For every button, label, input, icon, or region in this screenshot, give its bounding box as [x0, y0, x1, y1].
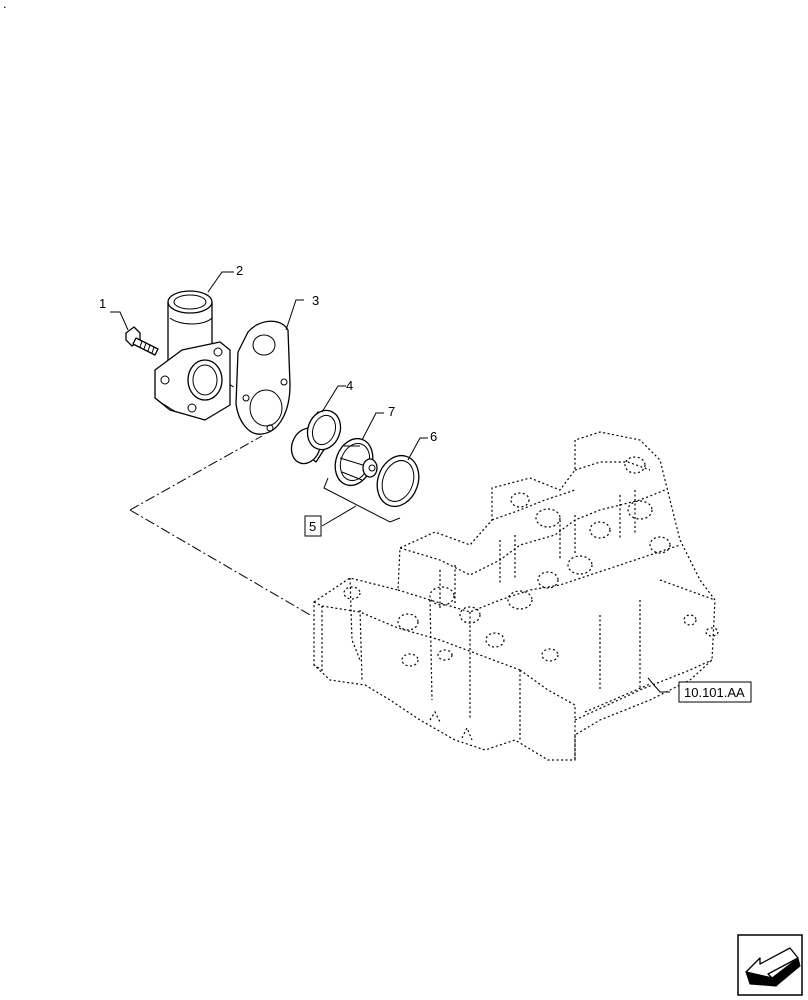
- kit-reference-label: 5: [309, 519, 316, 534]
- seal-ring-part: [290, 409, 342, 465]
- thermostat-part: [334, 437, 378, 487]
- callout-leaders: [110, 271, 670, 693]
- kit-reference-box[interactable]: 5: [304, 515, 322, 537]
- callout-7: 7: [388, 404, 395, 419]
- assembly-centerline: [129, 435, 313, 617]
- callout-2: 2: [236, 263, 243, 278]
- o-ring-part: [376, 454, 420, 508]
- gasket-part: [235, 320, 291, 435]
- section-reference-label: 10.101.AA: [684, 685, 745, 700]
- cylinder-head-ghost: [313, 431, 719, 761]
- kit-leader: [321, 505, 357, 527]
- thermostat-housing-part: [154, 290, 231, 421]
- arrow-icon[interactable]: [737, 934, 803, 996]
- callout-6: 6: [430, 429, 437, 444]
- callout-4: 4: [346, 378, 353, 393]
- section-reference-box[interactable]: 10.101.AA: [678, 681, 752, 703]
- kit-bracket: [323, 477, 401, 523]
- bolt-part: [125, 326, 159, 356]
- callout-3: 3: [312, 293, 319, 308]
- corner-mark: .: [3, 0, 7, 11]
- callout-1: 1: [99, 296, 106, 311]
